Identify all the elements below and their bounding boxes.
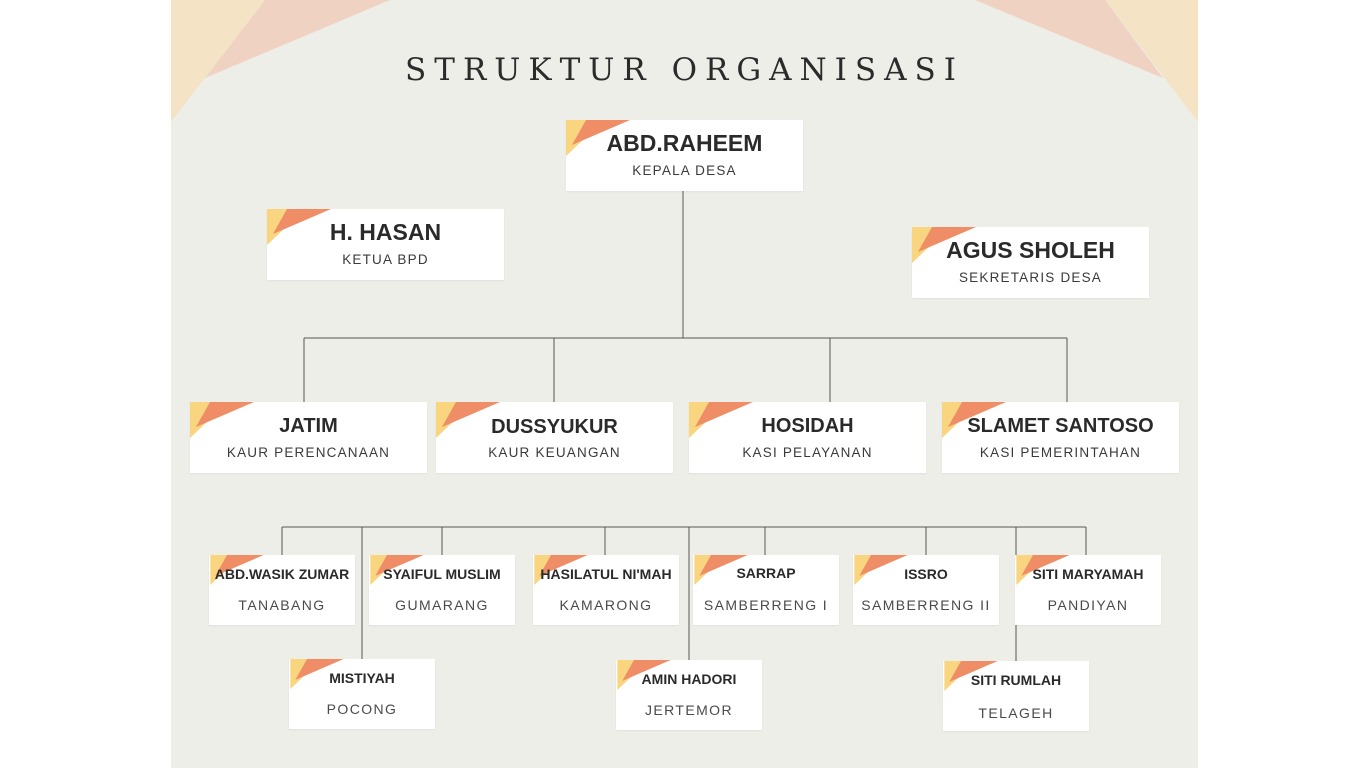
corner-accent-icon (436, 402, 500, 438)
card-dusun-pocong: MISTIYAH POCONG (289, 659, 435, 729)
corner-accent-icon (190, 402, 254, 438)
card-dusun-samberreng-ii: ISSRO SAMBERRENG II (853, 555, 999, 625)
person-name: HASILATUL NI'MAH (540, 566, 672, 582)
person-name: SLAMET SANTOSO (967, 415, 1154, 437)
person-role: SAMBERRENG II (861, 597, 991, 613)
corner-accent-icon (617, 660, 671, 690)
person-role: KASI PELAYANAN (742, 445, 873, 460)
person-name: DUSSYUKUR (491, 416, 618, 438)
person-role: KAUR KEUANGAN (488, 445, 621, 460)
person-role: KETUA BPD (342, 252, 429, 267)
person-role: TANABANG (238, 597, 326, 613)
card-ketua-bpd: H. HASAN KETUA BPD (267, 209, 504, 280)
person-role: GUMARANG (395, 597, 489, 613)
corner-accent-icon (942, 402, 1006, 438)
card-dusun-pandiyan: SITI MARYAMAH PANDIYAN (1015, 555, 1161, 625)
card-kasi-pelayanan: HOSIDAH KASI PELAYANAN (689, 402, 926, 473)
person-name: SITI RUMLAH (970, 672, 1062, 688)
corner-accent-icon (694, 555, 748, 585)
chart-background (171, 0, 1198, 768)
person-name: SYAIFUL MUSLIM (383, 566, 501, 582)
corner-accent-icon (370, 555, 424, 585)
card-dusun-jertemor: AMIN HADORI JERTEMOR (616, 660, 762, 730)
corner-accent-icon (534, 555, 588, 585)
person-name: ABD.RAHEEM (606, 130, 763, 156)
person-name: AGUS SHOLEH (946, 237, 1115, 263)
card-dusun-kamarong: HASILATUL NI'MAH KAMARONG (533, 555, 679, 625)
person-role: JERTEMOR (645, 702, 733, 718)
card-dusun-gumarang: SYAIFUL MUSLIM GUMARANG (369, 555, 515, 625)
card-dusun-tanabang: ABD.WASIK ZUMAR TANABANG (209, 555, 355, 625)
card-kasi-pemerintahan: SLAMET SANTOSO KASI PEMERINTAHAN (942, 402, 1179, 473)
person-role: KAUR PERENCANAAN (226, 445, 391, 460)
corner-accent-icon (267, 209, 331, 245)
card-sekretaris-desa: AGUS SHOLEH SEKRETARIS DESA (912, 227, 1149, 298)
person-role: SAMBERRENG I (703, 597, 829, 613)
person-role: PANDIYAN (1047, 597, 1129, 613)
card-kaur-perencanaan: JATIM KAUR PERENCANAAN (190, 402, 427, 473)
person-role: SEKRETARIS DESA (958, 270, 1103, 285)
corner-accent-icon (944, 661, 998, 691)
person-name: HOSIDAH (761, 415, 854, 437)
person-name: SARRAP (736, 565, 796, 581)
person-name: JATIM (279, 415, 338, 437)
person-name: H. HASAN (329, 219, 442, 245)
corner-accent-icon (210, 555, 264, 585)
card-dusun-samberreng-i: SARRAP SAMBERRENG I (693, 555, 839, 625)
corner-accent-icon (912, 227, 976, 263)
person-name: AMIN HADORI (641, 671, 737, 687)
person-role: KEPALA DESA (632, 163, 737, 178)
person-role: POCONG (326, 701, 398, 717)
person-name: SITI MARYAMAH (1032, 566, 1144, 582)
person-name: ABD.WASIK ZUMAR (214, 566, 350, 582)
corner-accent-icon (290, 659, 344, 689)
corner-accent-icon (1016, 555, 1070, 585)
page-title: STRUKTUR ORGANISASI (405, 52, 964, 88)
person-name: ISSRO (904, 566, 948, 582)
corner-accent-icon (689, 402, 753, 438)
card-kaur-keuangan: DUSSYUKUR KAUR KEUANGAN (436, 402, 673, 473)
person-role: KASI PEMERINTAHAN (979, 445, 1142, 460)
person-role: KAMARONG (559, 597, 653, 613)
card-kepala-desa: ABD.RAHEEM KEPALA DESA (566, 120, 803, 191)
person-name: MISTIYAH (329, 670, 395, 686)
corner-accent-icon (566, 120, 630, 156)
person-role: TELAGEH (978, 705, 1054, 721)
card-dusun-telageh: SITI RUMLAH TELAGEH (943, 661, 1089, 731)
corner-accent-icon (854, 555, 908, 585)
